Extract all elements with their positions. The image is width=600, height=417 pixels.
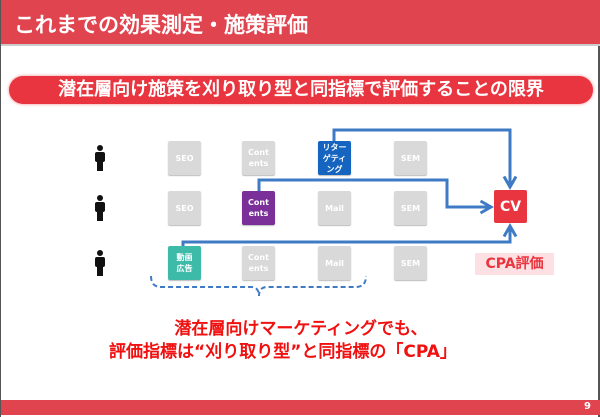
slide-header: これまでの効果測定・施策評価 (1, 0, 600, 46)
person-icon (95, 250, 105, 276)
slide-footer: 9 (1, 400, 600, 415)
message-line-1: 潜在層向けマーケティングでも、 (174, 319, 428, 339)
arrow-retargeting-to-cv (332, 128, 518, 191)
channel-box: SEO (168, 141, 201, 175)
cpa-label: CPA評価 (475, 253, 554, 275)
arrow-contents-to-cv (257, 178, 495, 215)
channel-box: SEM (394, 191, 427, 225)
arrow-video-to-cv (181, 222, 518, 246)
channel-box: リターゲティング (318, 141, 351, 175)
channel-box: SEM (394, 141, 427, 175)
page-number: 9 (584, 401, 591, 412)
channel-box: SEO (168, 191, 201, 225)
cv-box: CV (494, 190, 527, 223)
channel-box: Mail (318, 191, 351, 225)
channel-box: SEM (394, 246, 427, 280)
slide-title: これまでの効果測定・施策評価 (14, 13, 308, 37)
dashed-brace (150, 275, 367, 297)
person-icon (95, 195, 105, 221)
channel-box: Mail (318, 246, 351, 280)
banner: 潜在層向け施策を刈り取り型と同指標で評価することの限界 (9, 76, 593, 104)
message-line-2: 評価指標は“刈り取り型”と同指標の「CPA」 (109, 342, 457, 362)
person-icon (95, 145, 105, 171)
channel-box: 動画広告 (168, 246, 201, 280)
person-icons (95, 145, 105, 276)
